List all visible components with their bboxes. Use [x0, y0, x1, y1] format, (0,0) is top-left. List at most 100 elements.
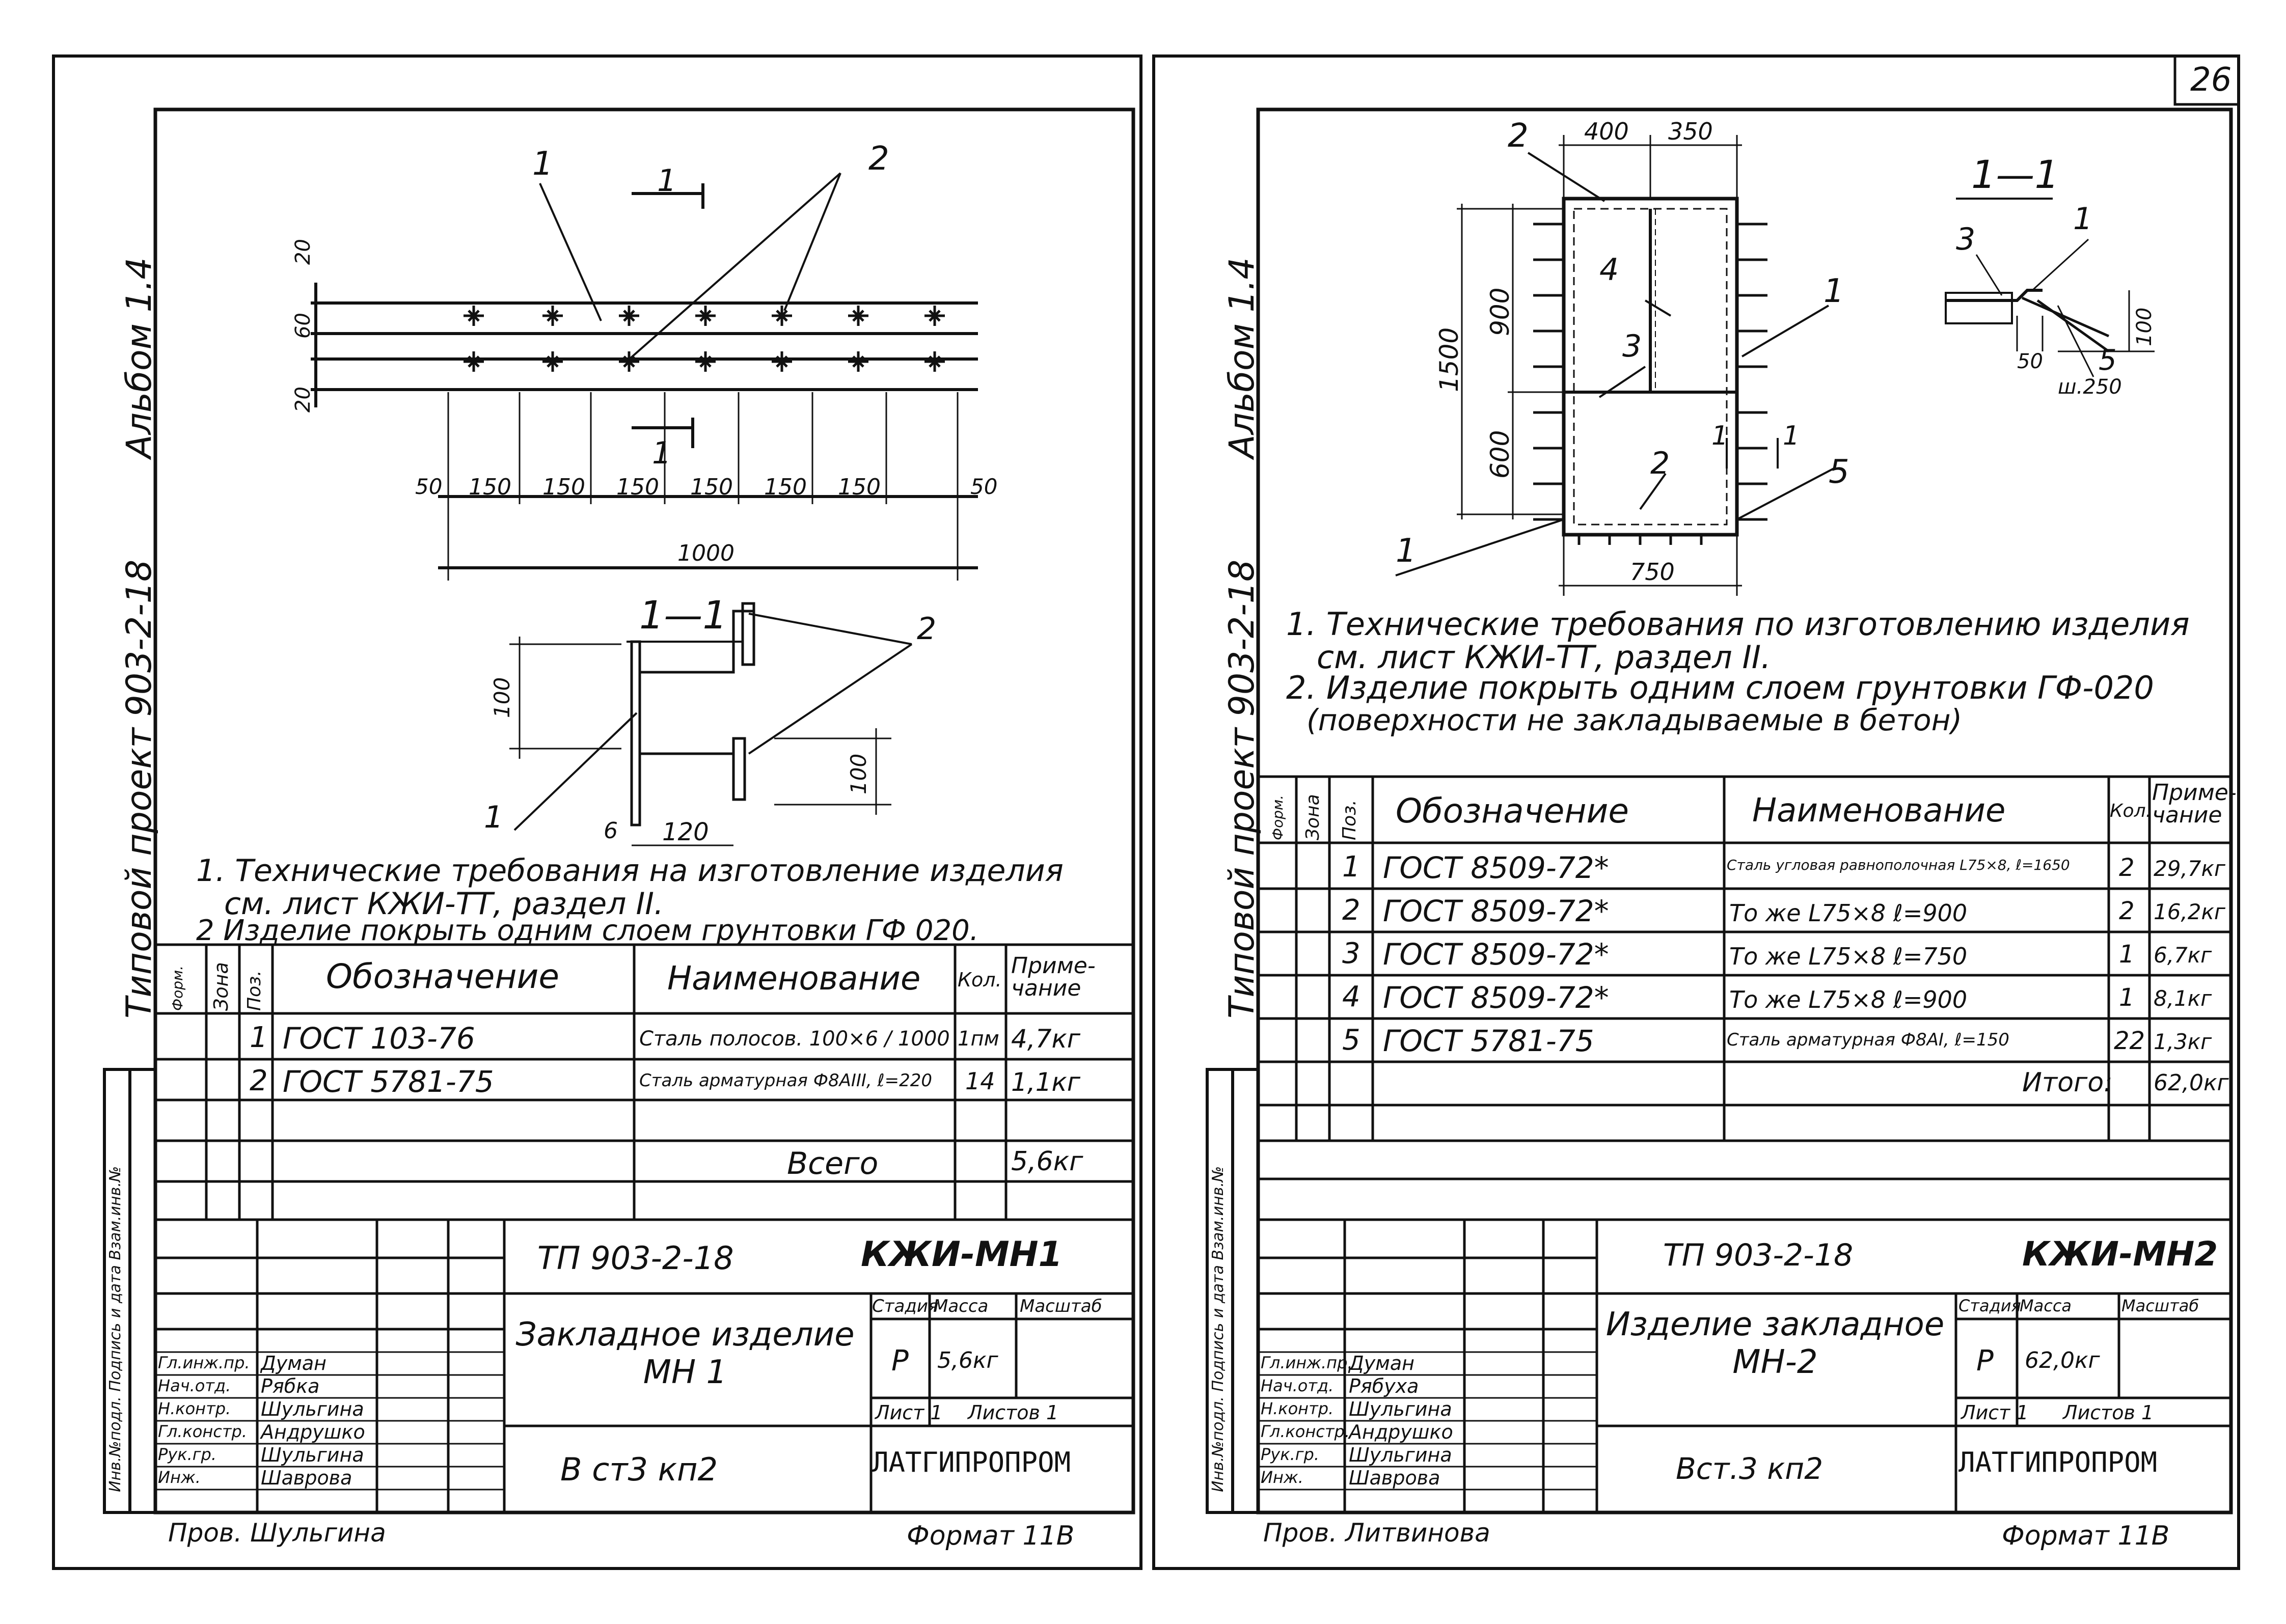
left-spec-note: 1,1кг	[1011, 1067, 1080, 1097]
right-spec-h-designation: Обозначение	[1396, 791, 1629, 831]
left-tb-org: ЛАТГИПРОПРОМ	[872, 1446, 1071, 1478]
right-callout-1a: 1	[1396, 532, 1417, 570]
left-plan-dim-mid: 60	[291, 313, 315, 339]
left-spec-note: 4,7кг	[1011, 1024, 1080, 1054]
right-plan-dim-top-b: 350	[1668, 118, 1713, 145]
right-tb-name: Изделие закладное МН-2	[1605, 1306, 1945, 1381]
left-section-callout-2: 2	[917, 611, 937, 647]
left-tb-stage-label: Стадия	[872, 1296, 939, 1316]
right-plan-dim-lower: 600	[1485, 430, 1515, 479]
left-section-mark-bottom: 1	[652, 435, 672, 471]
left-plan-dim-bottom: 20	[291, 387, 315, 412]
right-spec-pos: 2	[1342, 894, 1360, 927]
right-plan-dim-bottom: 750	[1630, 558, 1675, 586]
right-section-callout-5: 5	[2099, 344, 2117, 377]
right-spec-h-qty: Кол.	[2110, 801, 2152, 821]
left-spec-name: Сталь арматурная Ф8АIII, ℓ=220	[639, 1070, 932, 1091]
right-note-1b: см. лист КЖИ-ТТ, раздел II.	[1317, 639, 1771, 676]
left-plan-total: 1000	[677, 540, 734, 566]
left-section-title: 1—1	[639, 592, 727, 638]
right-spec-h-pos: Поз.	[1339, 800, 1360, 840]
right-name: Рябуха	[1349, 1375, 1419, 1397]
left-name: Андрушко	[261, 1421, 365, 1443]
left-tb-scale-label: Масштаб	[1020, 1296, 1102, 1316]
left-section-callout-1: 1	[484, 800, 504, 835]
left-plan-dim-b7: 50	[970, 474, 998, 499]
right-section-dim-a: 50	[2017, 350, 2043, 373]
right-section-mark-b: 1	[1783, 421, 1800, 451]
right-name: Шульгина	[1349, 1444, 1452, 1466]
right-spec-pos: 5	[1342, 1024, 1360, 1057]
left-plan-dim-top: 20	[291, 239, 315, 265]
right-spec-pos: 3	[1342, 937, 1360, 970]
right-note-2: 2. Изделие покрыть одним слоем грунтовки…	[1286, 669, 2154, 706]
right-tb-sheet-code: КЖИ-МН2	[2022, 1234, 2218, 1274]
right-tb-stage: Р	[1976, 1344, 1994, 1378]
right-section-mark-a: 1	[1711, 421, 1729, 451]
left-plan-dim-b2: 150	[542, 474, 585, 500]
right-spec-name: То же L75×8 ℓ=900	[1729, 986, 1968, 1013]
left-spec-pos: 2	[250, 1064, 268, 1097]
left-spec-qty: 14	[965, 1067, 995, 1095]
right-spec-name: То же L75×8 ℓ=750	[1729, 943, 1968, 970]
left-tb-checked: Пров. Шульгина	[168, 1518, 386, 1548]
left-tb-sheet-code: КЖИ-МН1	[861, 1234, 1063, 1275]
right-tb-material: Вст.3 кп2	[1676, 1451, 1824, 1486]
left-plan-dim-b5: 150	[764, 474, 807, 500]
right-spec-h-zone: Зона	[1302, 794, 1323, 840]
right-tb-scale-label: Масштаб	[2121, 1296, 2199, 1315]
right-section-title: 1—1	[1971, 152, 2059, 197]
right-plan-dim-top-a: 400	[1584, 118, 1629, 145]
right-spec-pos: 4	[1342, 980, 1360, 1013]
left-plan-dim-b6: 150	[838, 474, 881, 500]
left-spec-h-name: Наименование	[667, 960, 921, 998]
left-margin-album: Альбом 1.4	[119, 257, 159, 458]
left-callout-2: 2	[868, 140, 889, 178]
right-spec-total-value: 62,0кг	[2154, 1070, 2229, 1096]
left-role: Рук.гр.	[158, 1445, 217, 1464]
right-spec-qty: 2	[2119, 854, 2135, 882]
left-name: Рябка	[261, 1375, 320, 1397]
left-frame	[153, 107, 1135, 1515]
page-number-box	[2173, 54, 2240, 106]
right-section-callout-1: 1	[2073, 201, 2093, 237]
left-tb-mass-label: Масса	[933, 1296, 989, 1316]
left-tb-mass: 5,6кг	[937, 1347, 998, 1373]
left-spec-h-note: Приме-чание	[1011, 953, 1096, 1001]
left-tb-stage: Р	[891, 1344, 909, 1378]
right-callout-4: 4	[1599, 252, 1619, 288]
left-spec-h-zone: Зона	[210, 962, 232, 1011]
left-section-dim-b: 100	[846, 753, 871, 794]
left-section-mark-top: 1	[657, 163, 677, 199]
right-sheet-border	[1152, 54, 2240, 1570]
right-callout-1b: 1	[1824, 272, 1844, 310]
right-note-2b: (поверхности не закладываемые в бетон)	[1307, 703, 1963, 737]
right-role: Рук.гр.	[1261, 1445, 1320, 1464]
left-sheet-border	[52, 54, 1142, 1570]
left-tb-name: Закладное изделие МН 1	[515, 1316, 855, 1391]
right-tb-org: ЛАТГИПРОПРОМ	[1958, 1446, 2158, 1478]
left-section-dim-c: 6	[604, 818, 618, 844]
left-spec-name: Сталь полосов. 100×6 / 1000	[639, 1027, 950, 1051]
left-role: Н.контр.	[158, 1399, 231, 1418]
left-margin-strip-text: Инв.№подл. Подпись и дата Взам.инв.№	[106, 1166, 124, 1492]
left-tb-sheet: Лист 1	[875, 1401, 943, 1424]
right-spec-designation: ГОСТ 8509-72*	[1383, 894, 1609, 928]
right-section-callout-3: 3	[1956, 222, 1976, 257]
right-tb-mass-label: Масса	[2020, 1296, 2072, 1315]
right-name: Шаврова	[1349, 1467, 1440, 1489]
right-callout-2a: 2	[1508, 117, 1529, 155]
right-callout-2b: 2	[1650, 446, 1670, 481]
right-margin-project: Типовой проект 903-2-18	[1222, 559, 1262, 1019]
right-spec-h-note: Приме-чание	[2152, 780, 2237, 828]
right-tb-sheets: Листов 1	[2063, 1401, 2154, 1424]
right-name: Андрушко	[1349, 1421, 1453, 1443]
right-role: Н.контр.	[1261, 1399, 1334, 1418]
right-spec-qty: 2	[2119, 897, 2135, 925]
right-spec-designation: ГОСТ 5781-75	[1383, 1024, 1594, 1058]
right-spec-note: 6,7кг	[2154, 943, 2212, 968]
right-callout-5: 5	[1829, 453, 1849, 491]
left-role: Гл.инж.пр.	[158, 1353, 250, 1372]
left-spec-qty: 1пм	[958, 1027, 999, 1051]
page-number: 26	[2190, 61, 2232, 99]
